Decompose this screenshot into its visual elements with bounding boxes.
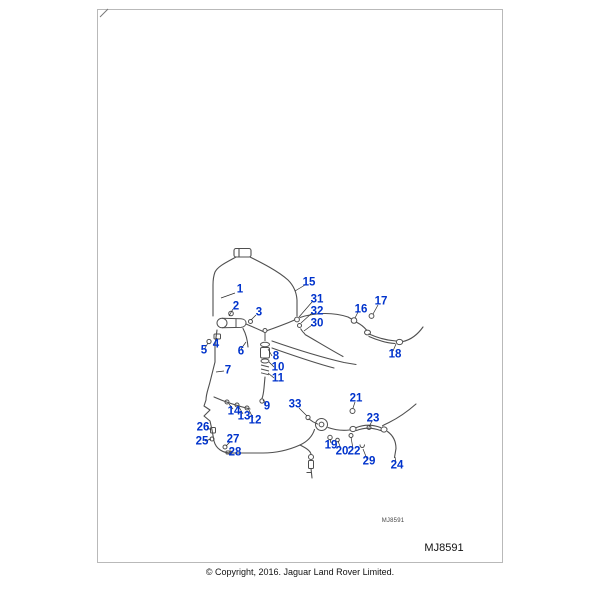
- part-callout-32: 32: [310, 305, 324, 318]
- part-callout-16: 16: [354, 303, 368, 316]
- part-callout-20: 20: [335, 445, 349, 458]
- copyright-text: © Copyright, 2016. Jaguar Land Rover Lim…: [205, 567, 395, 577]
- components: [206, 310, 404, 473]
- part-callout-12: 12: [248, 414, 262, 427]
- part-callout-28: 28: [228, 446, 242, 459]
- part-callout-17: 17: [374, 295, 388, 308]
- part-callout-3: 3: [255, 306, 263, 319]
- valve: [260, 341, 270, 348]
- pipes: [203, 247, 424, 479]
- part-callout-15: 15: [302, 276, 316, 289]
- part-callout-4: 4: [212, 338, 220, 351]
- part-callout-30: 30: [310, 317, 324, 330]
- part-callout-25: 25: [195, 435, 209, 448]
- part-callout-11: 11: [271, 372, 285, 385]
- part-callout-18: 18: [388, 348, 402, 361]
- part-callout-14: 14: [227, 405, 241, 418]
- part-callout-24: 24: [390, 459, 404, 472]
- part-callout-19: 19: [324, 439, 338, 452]
- part-callout-7: 7: [224, 364, 232, 377]
- part-callout-1: 1: [236, 283, 244, 296]
- part-callout-21: 21: [349, 392, 363, 405]
- drawing-number: MJ8591: [424, 542, 464, 554]
- drawing-number-small: MJ8591: [381, 518, 405, 524]
- hose-coil: [315, 418, 328, 431]
- part-callout-8: 8: [272, 350, 280, 363]
- part-callout-13: 13: [237, 410, 251, 423]
- leader-lines: [204, 284, 397, 464]
- part-callout-2: 2: [232, 300, 240, 313]
- part-callout-26: 26: [196, 421, 210, 434]
- part-callout-29: 29: [362, 455, 376, 468]
- bracket: [233, 247, 252, 258]
- part-callout-33: 33: [288, 398, 302, 411]
- page-frame: [97, 8, 503, 563]
- part-callout-10: 10: [271, 361, 285, 374]
- part-callout-22: 22: [347, 445, 361, 458]
- part-callout-5: 5: [200, 344, 208, 357]
- part-callout-27: 27: [226, 433, 240, 446]
- corner-tick: [99, 8, 109, 18]
- part-callout-6: 6: [237, 345, 245, 358]
- part-callout-31: 31: [310, 293, 324, 306]
- part-callout-9: 9: [263, 400, 271, 413]
- part-callout-23: 23: [366, 412, 380, 425]
